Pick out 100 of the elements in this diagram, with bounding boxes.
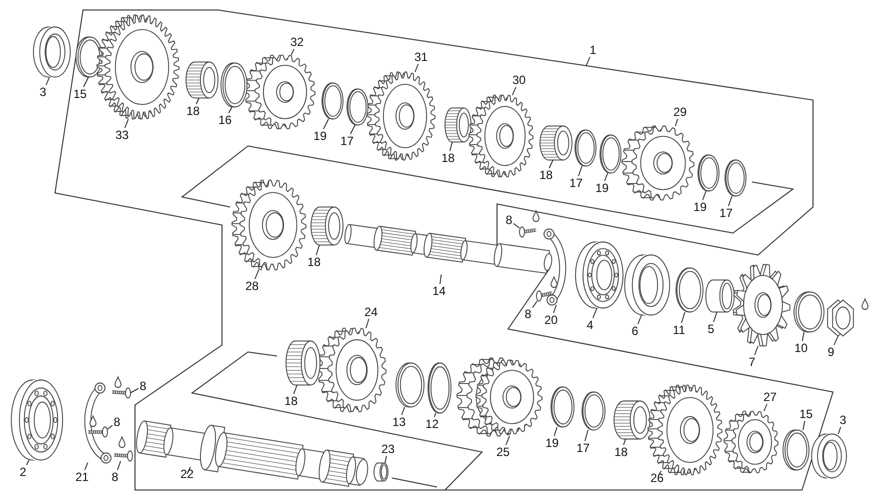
bushing — [374, 462, 388, 482]
leader-line — [290, 48, 294, 56]
callout-number: 19 — [692, 200, 708, 214]
callout-number: 20 — [543, 313, 559, 327]
leader-line — [440, 274, 442, 284]
leader-line — [228, 106, 232, 114]
callout-number: 5 — [706, 322, 716, 336]
leader-line — [728, 196, 732, 206]
leader-line — [196, 98, 200, 104]
gear — [622, 126, 694, 200]
callout-number: 2 — [18, 465, 28, 479]
leader-line — [434, 412, 436, 418]
bushing — [705, 280, 735, 312]
callout-number: 29 — [672, 105, 688, 119]
washer — [220, 62, 248, 108]
leader-line — [838, 426, 842, 434]
leader-line — [124, 118, 129, 128]
callout-number: 18 — [283, 394, 299, 408]
leader-line — [764, 404, 768, 412]
needle-bearing — [444, 108, 472, 142]
ball-bearing — [10, 380, 64, 460]
callout-number: 18 — [185, 104, 201, 118]
leader-line — [505, 436, 510, 446]
bolt — [536, 290, 552, 302]
callout-number: 31 — [413, 50, 429, 64]
sprocket — [732, 264, 790, 346]
leader-line — [554, 426, 558, 436]
leader-line — [366, 318, 370, 329]
callout-number: 8 — [112, 415, 122, 429]
leader-line — [637, 314, 642, 324]
bolt — [114, 450, 133, 462]
washer — [76, 36, 102, 78]
callout-number: 23 — [380, 442, 396, 456]
leader-line — [84, 462, 88, 470]
leader-line — [186, 466, 191, 474]
washer — [794, 292, 824, 332]
leader-line — [350, 124, 356, 134]
callout-number: 10 — [793, 341, 809, 355]
callout-number: 19 — [594, 181, 610, 195]
leader-line — [513, 223, 520, 229]
leader-line — [130, 388, 139, 394]
ring — [698, 154, 720, 192]
needle-bearing — [186, 62, 218, 98]
oil-seal — [32, 26, 71, 78]
callout-number: 17 — [718, 206, 734, 220]
leader-line — [26, 460, 30, 466]
callout-number: 17 — [568, 176, 584, 190]
ring — [322, 82, 344, 120]
callout-number: 8 — [504, 213, 514, 227]
ball-bearing — [575, 242, 624, 308]
shaft — [344, 224, 552, 274]
ring — [582, 392, 606, 430]
nut — [827, 299, 854, 337]
leader-line — [384, 456, 387, 464]
leader-line — [592, 308, 598, 318]
leader-line — [293, 384, 298, 394]
leader-line — [117, 460, 122, 470]
gear — [244, 54, 316, 130]
bolt — [112, 388, 131, 398]
ring — [574, 130, 596, 166]
leader-line — [512, 86, 516, 96]
callout-number: 15 — [798, 407, 814, 421]
leader-line — [449, 142, 453, 152]
leader-line — [802, 332, 804, 342]
leader-line — [548, 160, 554, 168]
oil-seal — [811, 434, 847, 478]
needle-bearing — [286, 340, 320, 386]
callout-number: 16 — [217, 113, 233, 127]
ring — [550, 386, 574, 428]
callout-number: 22 — [179, 467, 195, 481]
leader-line — [401, 406, 406, 416]
leader-line — [584, 430, 588, 442]
circlip — [428, 362, 452, 414]
leader-line — [254, 269, 260, 280]
callout-number: 11 — [672, 323, 686, 337]
washer — [782, 430, 810, 470]
gear — [724, 410, 778, 474]
ring — [600, 134, 622, 174]
callout-number: 3 — [838, 413, 848, 427]
retaining-plate — [84, 382, 112, 464]
leader-line — [802, 420, 806, 430]
leader-line — [754, 346, 758, 356]
callout-number: 21 — [74, 470, 90, 484]
shaft — [136, 420, 368, 487]
callout-number: 14 — [431, 284, 447, 298]
callout-number: 12 — [424, 417, 440, 431]
leader-line — [674, 118, 678, 126]
oil-seal — [624, 254, 670, 316]
leader-line — [323, 118, 329, 130]
leader-line — [834, 336, 838, 346]
ring — [346, 88, 368, 126]
callout-number: 9 — [826, 345, 836, 359]
leader-line — [680, 312, 686, 324]
ring — [396, 362, 424, 408]
gear — [468, 94, 534, 178]
callout-number: 18 — [613, 445, 629, 459]
callout-number: 28 — [244, 279, 260, 293]
callout-number: 4 — [586, 318, 594, 332]
gear — [648, 384, 722, 476]
leader-line — [702, 190, 706, 200]
